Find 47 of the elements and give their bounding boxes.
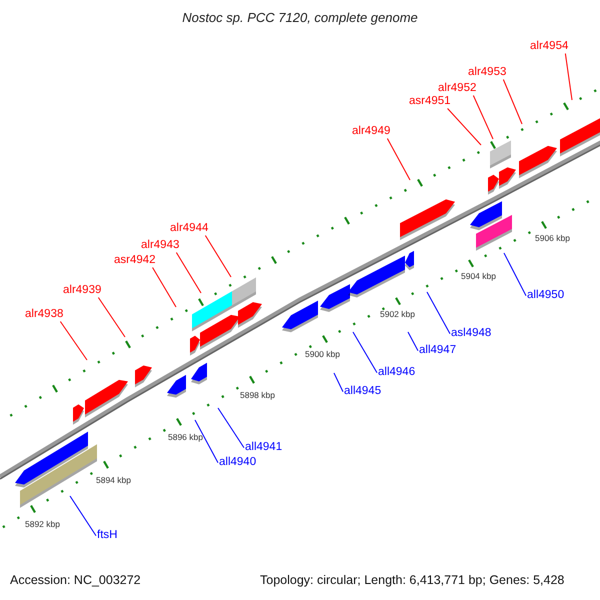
leader-line [152,267,176,308]
gene-label: alr4944 [170,223,208,234]
leader-line [204,235,232,278]
leader-line [386,138,410,180]
gene-label: alr4943 [141,240,180,252]
gene-label: asr4942 [114,255,156,266]
leader-line [60,321,88,360]
leader-line [352,332,378,374]
gene-label: all4946 [378,367,416,378]
leader-line [564,53,572,100]
gene-label: asl4948 [451,328,492,340]
leader-line [502,79,522,124]
leader-line [218,408,244,448]
scale-label: 5898 kbp [240,391,275,400]
gene-label: alr4939 [63,285,102,296]
gene-label: all4950 [527,290,564,302]
scale-label: 5900 kbp [305,350,340,358]
leader-line [194,420,218,464]
leader-line [334,372,344,392]
gene-label: alr4954 [530,41,568,52]
scale-label: 5894 kbp [96,476,131,484]
title: Nostoc sp. PCC 7120, complete genome [181,11,419,24]
leader-line [426,292,450,334]
leader-line [504,252,526,296]
gene-label: ftsH [97,530,118,542]
scale-label: 5906 kbp [535,234,570,242]
gene-label: all4940 [219,457,256,468]
footer-text: Accession: NC_003272 [10,574,141,586]
leader-line [472,95,494,140]
scale-label: 5902 kbp [380,310,415,318]
gene-label: all4947 [419,345,456,356]
leader-line [98,297,126,338]
gene-label: alr4949 [352,126,390,138]
gene-label: alr4953 [468,67,506,78]
gene-label: alr4952 [438,83,476,94]
leader-line [447,108,482,146]
gene-label: alr4938 [25,309,64,320]
gene-label: asr4951 [409,96,451,108]
gene-label: all4941 [245,442,282,454]
scale-label: 5896 kbp [168,433,203,442]
scale-label: 5904 kbp [461,272,496,280]
scale-label: 5892 kbp [25,520,60,528]
leader-line [70,496,96,536]
gene-label: all4945 [344,386,382,398]
leader-line [408,332,418,352]
leader-line [176,252,202,294]
footer-text: Topology: circular; Length: 6,413,771 bp; Genes: 5,428 [260,574,564,586]
